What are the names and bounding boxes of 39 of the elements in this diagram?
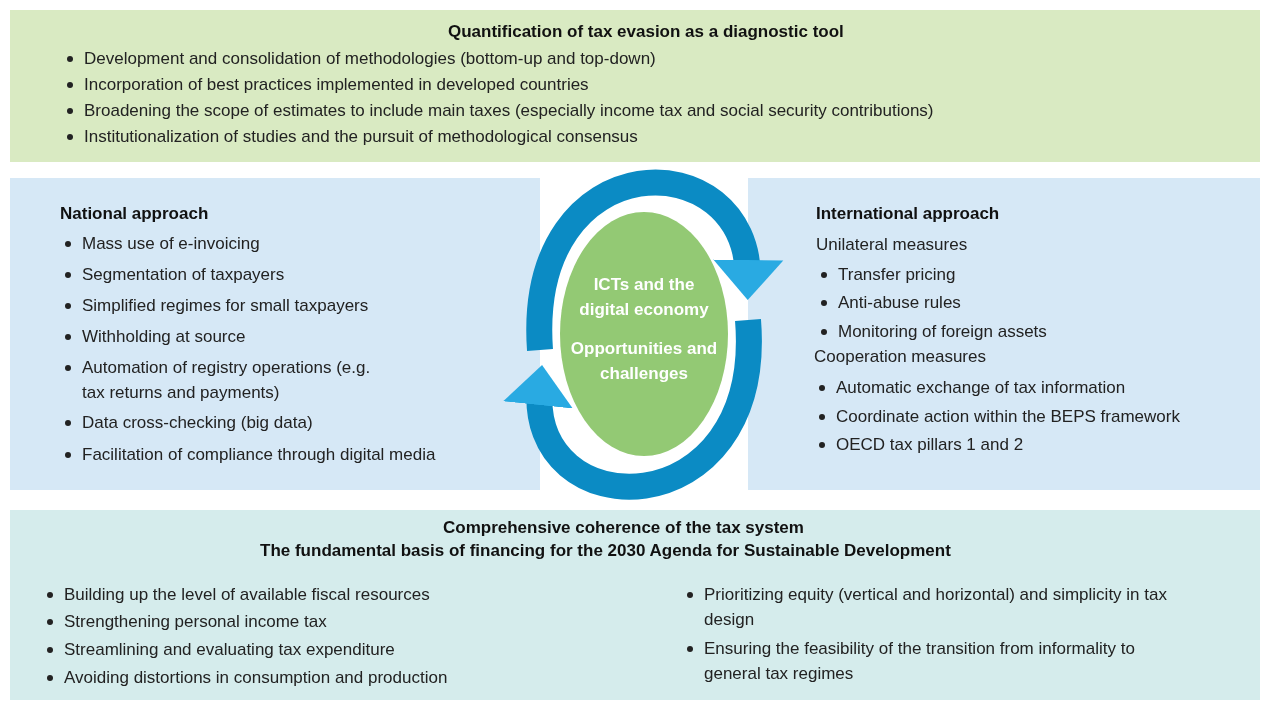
bullet-item: Ensuring the feasibility of the transition from informality to general tax regimes	[704, 638, 1136, 685]
bullet-item: Broadening the scope of estimates to include main taxes (especially income tax and social security contributions)	[84, 100, 935, 122]
bullet-item: Strengthening personal income tax	[64, 611, 328, 633]
bullet-item: Automatic exchange of tax information	[836, 377, 1127, 399]
bullet-item: Incorporation of best practices implemented in developed countries	[84, 74, 590, 96]
heading: Quantification of tax evasion as a diagnostic tool	[448, 22, 844, 42]
bullet-item: Monitoring of foreign assets	[838, 321, 1048, 343]
bullet-item: OECD tax pillars 1 and 2	[836, 434, 1025, 456]
subheading: Cooperation measures	[814, 347, 986, 367]
bullet-item: Institutionalization of studies and the pursuit of methodological consensus	[84, 126, 639, 148]
cycle-arrow	[527, 170, 781, 351]
left-panel	[10, 178, 540, 490]
bullet-item: Mass use of e-invoicing	[82, 233, 261, 255]
bullet-item: Facilitation of compliance through digital media	[82, 444, 437, 466]
bullet-item: Development and consolidation of methodologies (bottom-up and top-down)	[84, 48, 657, 70]
bullet-item: Withholding at source	[82, 326, 247, 348]
heading: International approach	[816, 204, 1000, 224]
center-ellipse	[560, 212, 728, 456]
right-panel	[748, 178, 1260, 490]
subheading: Unilateral measures	[816, 235, 968, 255]
center-text: Opportunities and challenges	[570, 338, 718, 385]
bullet-item: Automation of registry operations (e.g. tax returns and payments)	[82, 357, 372, 404]
heading: National approach	[60, 204, 209, 224]
bullet-item: Segmentation of taxpayers	[82, 264, 286, 286]
bullet-item: Simplified regimes for small taxpayers	[82, 295, 370, 317]
bullet-item: Data cross-checking (big data)	[82, 412, 314, 434]
bottom-panel	[10, 510, 1260, 700]
bullet-item: Avoiding distortions in consumption and production	[64, 667, 449, 689]
bullet-item: Anti-abuse rules	[838, 292, 962, 314]
bullet-item: Streamlining and evaluating tax expenditure	[64, 639, 396, 661]
cycle-arrow	[505, 319, 761, 500]
center-text: ICTs and the digital economy	[578, 274, 710, 321]
top-panel	[10, 10, 1260, 162]
heading: Comprehensive coherence of the tax system	[443, 518, 804, 538]
bullet-item: Prioritizing equity (vertical and horizontal) and simplicity in tax design	[704, 584, 1168, 631]
bullet-item: Building up the level of available fiscal resources	[64, 584, 431, 606]
bullet-item: Coordinate action within the BEPS framework	[836, 406, 1181, 428]
heading: The fundamental basis of financing for the 2030 Agenda for Sustainable Development	[260, 541, 951, 561]
bullet-item: Transfer pricing	[838, 264, 957, 286]
